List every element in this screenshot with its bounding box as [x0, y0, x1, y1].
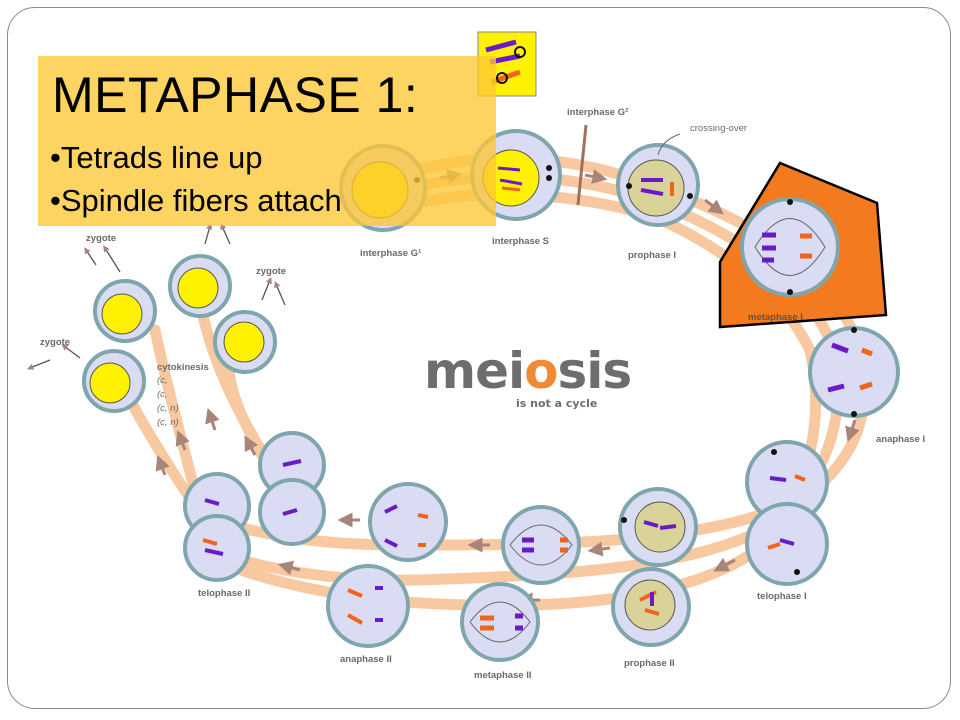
- bullet-spindle-fibers: •Spindle fibers attach: [50, 183, 342, 218]
- label-interphase-s: interphase S: [492, 236, 549, 247]
- wordmark-subtitle: is not a cycle: [516, 397, 598, 410]
- label-metaphase-2: metaphase II: [474, 670, 532, 681]
- crossing-over-pointer: [657, 133, 681, 156]
- label-interphase-g1: interphase G¹: [360, 248, 421, 259]
- cell-telophase-2-lower: [183, 472, 251, 582]
- cytokinesis-note-2: (c,: [157, 389, 168, 400]
- cell-metaphase-1: [740, 197, 840, 297]
- cell-metaphase-2-upper: [501, 505, 581, 585]
- meiosis-wordmark: meiosis: [424, 342, 633, 400]
- label-crossing-over: crossing-over: [690, 123, 747, 134]
- label-telophase-2: telophase II: [198, 588, 250, 599]
- cell-anaphase-2-lower: [326, 564, 410, 648]
- label-zygote-1: zygote: [86, 233, 116, 244]
- interphase-g2-marker: [576, 124, 588, 206]
- cell-prophase-1: [616, 143, 700, 227]
- cytokinesis-note-4: (c, n): [157, 417, 179, 428]
- pathway-arrows: [155, 169, 860, 608]
- label-prophase-2: prophase II: [624, 658, 675, 669]
- label-cytokinesis: cytokinesis: [157, 362, 209, 373]
- cell-anaphase-2-upper: [368, 482, 448, 562]
- label-anaphase-2: anaphase II: [340, 654, 392, 665]
- label-anaphase-1: anaphase I: [876, 434, 925, 445]
- zygote-arrows: [26, 222, 286, 370]
- label-telophase-1: telophase I: [757, 591, 807, 602]
- cell-telophase-2-upper: [258, 431, 326, 546]
- cell-prophase-2-lower: [611, 567, 691, 647]
- label-prophase-1: prophase I: [628, 250, 676, 261]
- cell-metaphase-2-lower: [460, 582, 540, 662]
- label-interphase-g2: interphase G²: [567, 107, 628, 118]
- wordmark-o: o: [524, 342, 558, 400]
- label-metaphase-1: metaphase I: [748, 312, 803, 323]
- cytokinesis-note-1: (c,: [157, 375, 168, 386]
- title-callout-box: [38, 56, 496, 226]
- label-zygote-2: zygote: [256, 266, 286, 277]
- cell-anaphase-1: [808, 326, 900, 418]
- cell-telophase-1: [745, 440, 829, 586]
- wordmark-suffix: sis: [557, 342, 633, 400]
- cell-prophase-2-upper: [618, 487, 698, 567]
- bullet-tetrads: •Tetrads line up: [50, 140, 263, 175]
- slide-title: METAPHASE 1:: [52, 67, 419, 123]
- cell-gametes: [82, 254, 277, 413]
- label-zygote-3: zygote: [40, 337, 70, 348]
- wordmark-prefix: mei: [424, 342, 525, 400]
- cytokinesis-note-3: (c, n): [157, 403, 179, 414]
